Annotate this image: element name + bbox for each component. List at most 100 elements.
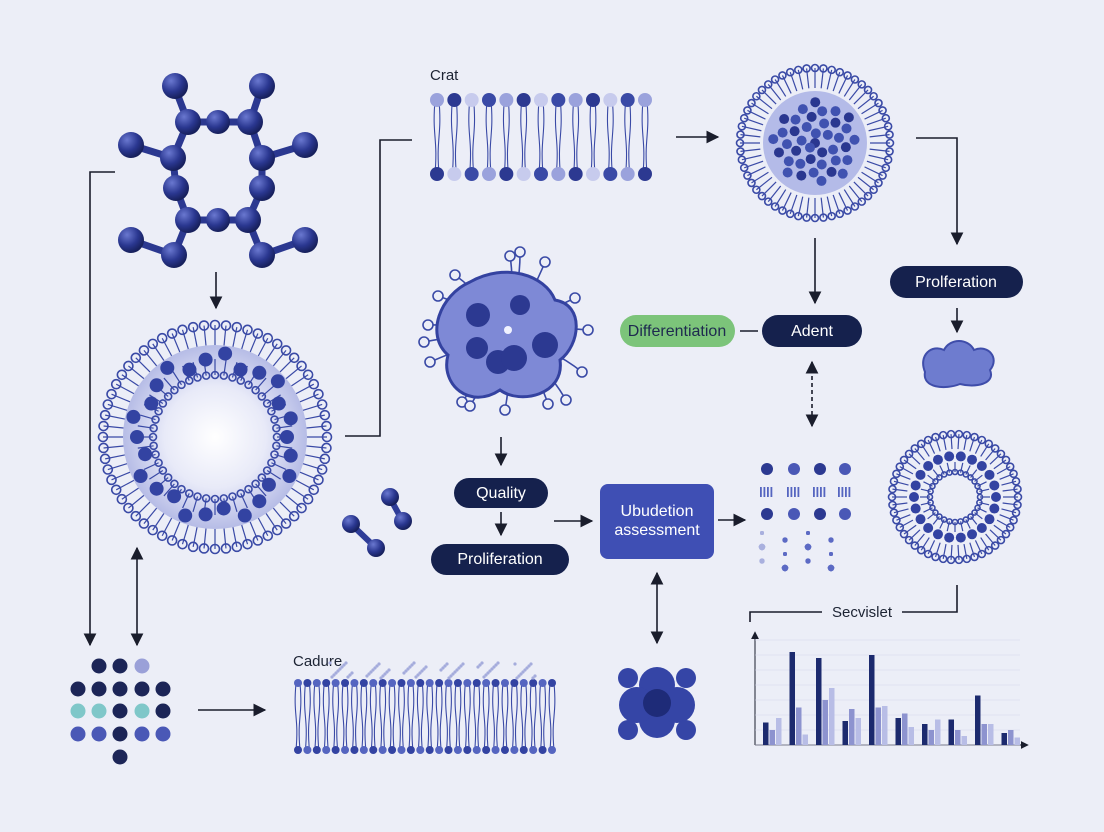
lipid-head-top [517,93,531,107]
micelle-particle [802,122,812,132]
micelle-particle [805,143,815,153]
micelle-particle [790,126,800,136]
lipid-head-top [499,93,513,107]
ring-protein [984,514,994,524]
lipid-head-top [322,679,330,687]
lipid-head-top [397,679,405,687]
lipid-head-bottom [463,746,471,754]
chart-bar [829,688,835,745]
lipid-head-top [350,679,358,687]
surface-particle [387,668,390,671]
ring-protein [916,470,926,480]
protein-cluster [284,449,298,463]
chart-bar [929,730,935,745]
protein-cluster [182,363,196,377]
ring-protein [991,492,1001,502]
protein-cluster [178,509,192,523]
lipid-head-top [482,679,490,687]
lipid-head-top [303,679,311,687]
protein-cluster [252,366,266,380]
lipid-head-top [551,93,565,107]
lipid-head-bottom [529,746,537,754]
lipid-head-top [534,93,548,107]
chart-bar [763,723,769,746]
lipid-head-bottom [332,746,340,754]
lipid-head-bottom [482,167,496,181]
grid-dot [135,659,150,674]
differentiation-node[interactable]: Differentiation [620,315,735,347]
lipid-head-top [603,93,617,107]
scatter-particle [782,565,788,571]
micelle-particle [782,139,792,149]
lipid-head-bottom [501,746,509,754]
lipid-head-bottom [435,746,443,754]
surface-particle [496,661,499,664]
ring-protein [909,492,919,502]
lipid-head-top [416,679,424,687]
micelle-particle [850,135,860,145]
lipid-head-bottom [517,167,531,181]
lipid-head-bottom [586,167,600,181]
bar-chart [755,632,1028,745]
proliferation-top-node[interactable]: Prolferation [890,266,1023,298]
lipid-head-bottom [447,167,461,181]
chart-bar [869,655,875,745]
lipid-head-top [379,679,387,687]
assessment-node[interactable]: Ubudetion assessment [600,484,714,559]
micelle-particle [809,168,819,178]
micelle-particle [838,169,848,179]
cell-with-receptors-icon [419,247,593,415]
lipid-head-top [369,679,377,687]
particle-cluster-icon [759,463,851,571]
chart-bar [962,736,968,745]
cluster-dot [788,463,800,475]
grid-dot [113,704,128,719]
cluster-dot [814,463,826,475]
lipid-head-top [539,679,547,687]
scatter-particle [759,544,765,550]
chart-bar [776,718,782,745]
micelle-particle [844,112,854,122]
micelle-particle [823,130,833,140]
ring-protein [911,480,921,490]
micelle-particle [831,106,841,116]
quality-label: Quality [476,485,526,502]
micelle-particle [828,145,838,155]
membrane-bilayer-bottom [294,661,556,754]
proliferation-mid-node[interactable]: Proliferation [431,544,569,575]
lipid-head-bottom [416,746,424,754]
protein-cluster [282,469,296,483]
scatter-particle [829,552,833,556]
protein-cluster [199,507,213,521]
surface-particle [328,661,331,664]
micelle-particle [811,128,821,138]
receptor-head [543,399,553,409]
grid-dot [156,727,171,742]
surface-particle [513,662,516,665]
lipid-head-bottom [638,167,652,181]
micelle-particle [827,167,837,177]
chart-bar [982,724,988,745]
lipid-head-bottom [407,746,415,754]
ring-protein [989,504,999,514]
micelle-particle [784,156,794,166]
lipid-head-bottom [350,746,358,754]
ring-protein [923,523,933,533]
chart-bar [955,730,961,745]
scatter-particle [760,531,764,535]
micelle-particle [817,106,827,116]
protein-cluster [234,363,248,377]
quality-node[interactable]: Quality [454,478,548,508]
grid-dot [92,704,107,719]
adent-node[interactable]: Adent [762,315,862,347]
chart-bar [1015,738,1021,746]
protein-cluster [150,378,164,392]
protein-cluster [280,430,294,444]
lipid-head-bottom [603,167,617,181]
assessment-label-line2: assessment [614,522,700,539]
grid-dot [113,682,128,697]
receptor-head [465,401,475,411]
ring-protein [967,529,977,539]
lipid-head-bottom [303,746,311,754]
receptor-head [505,251,515,261]
